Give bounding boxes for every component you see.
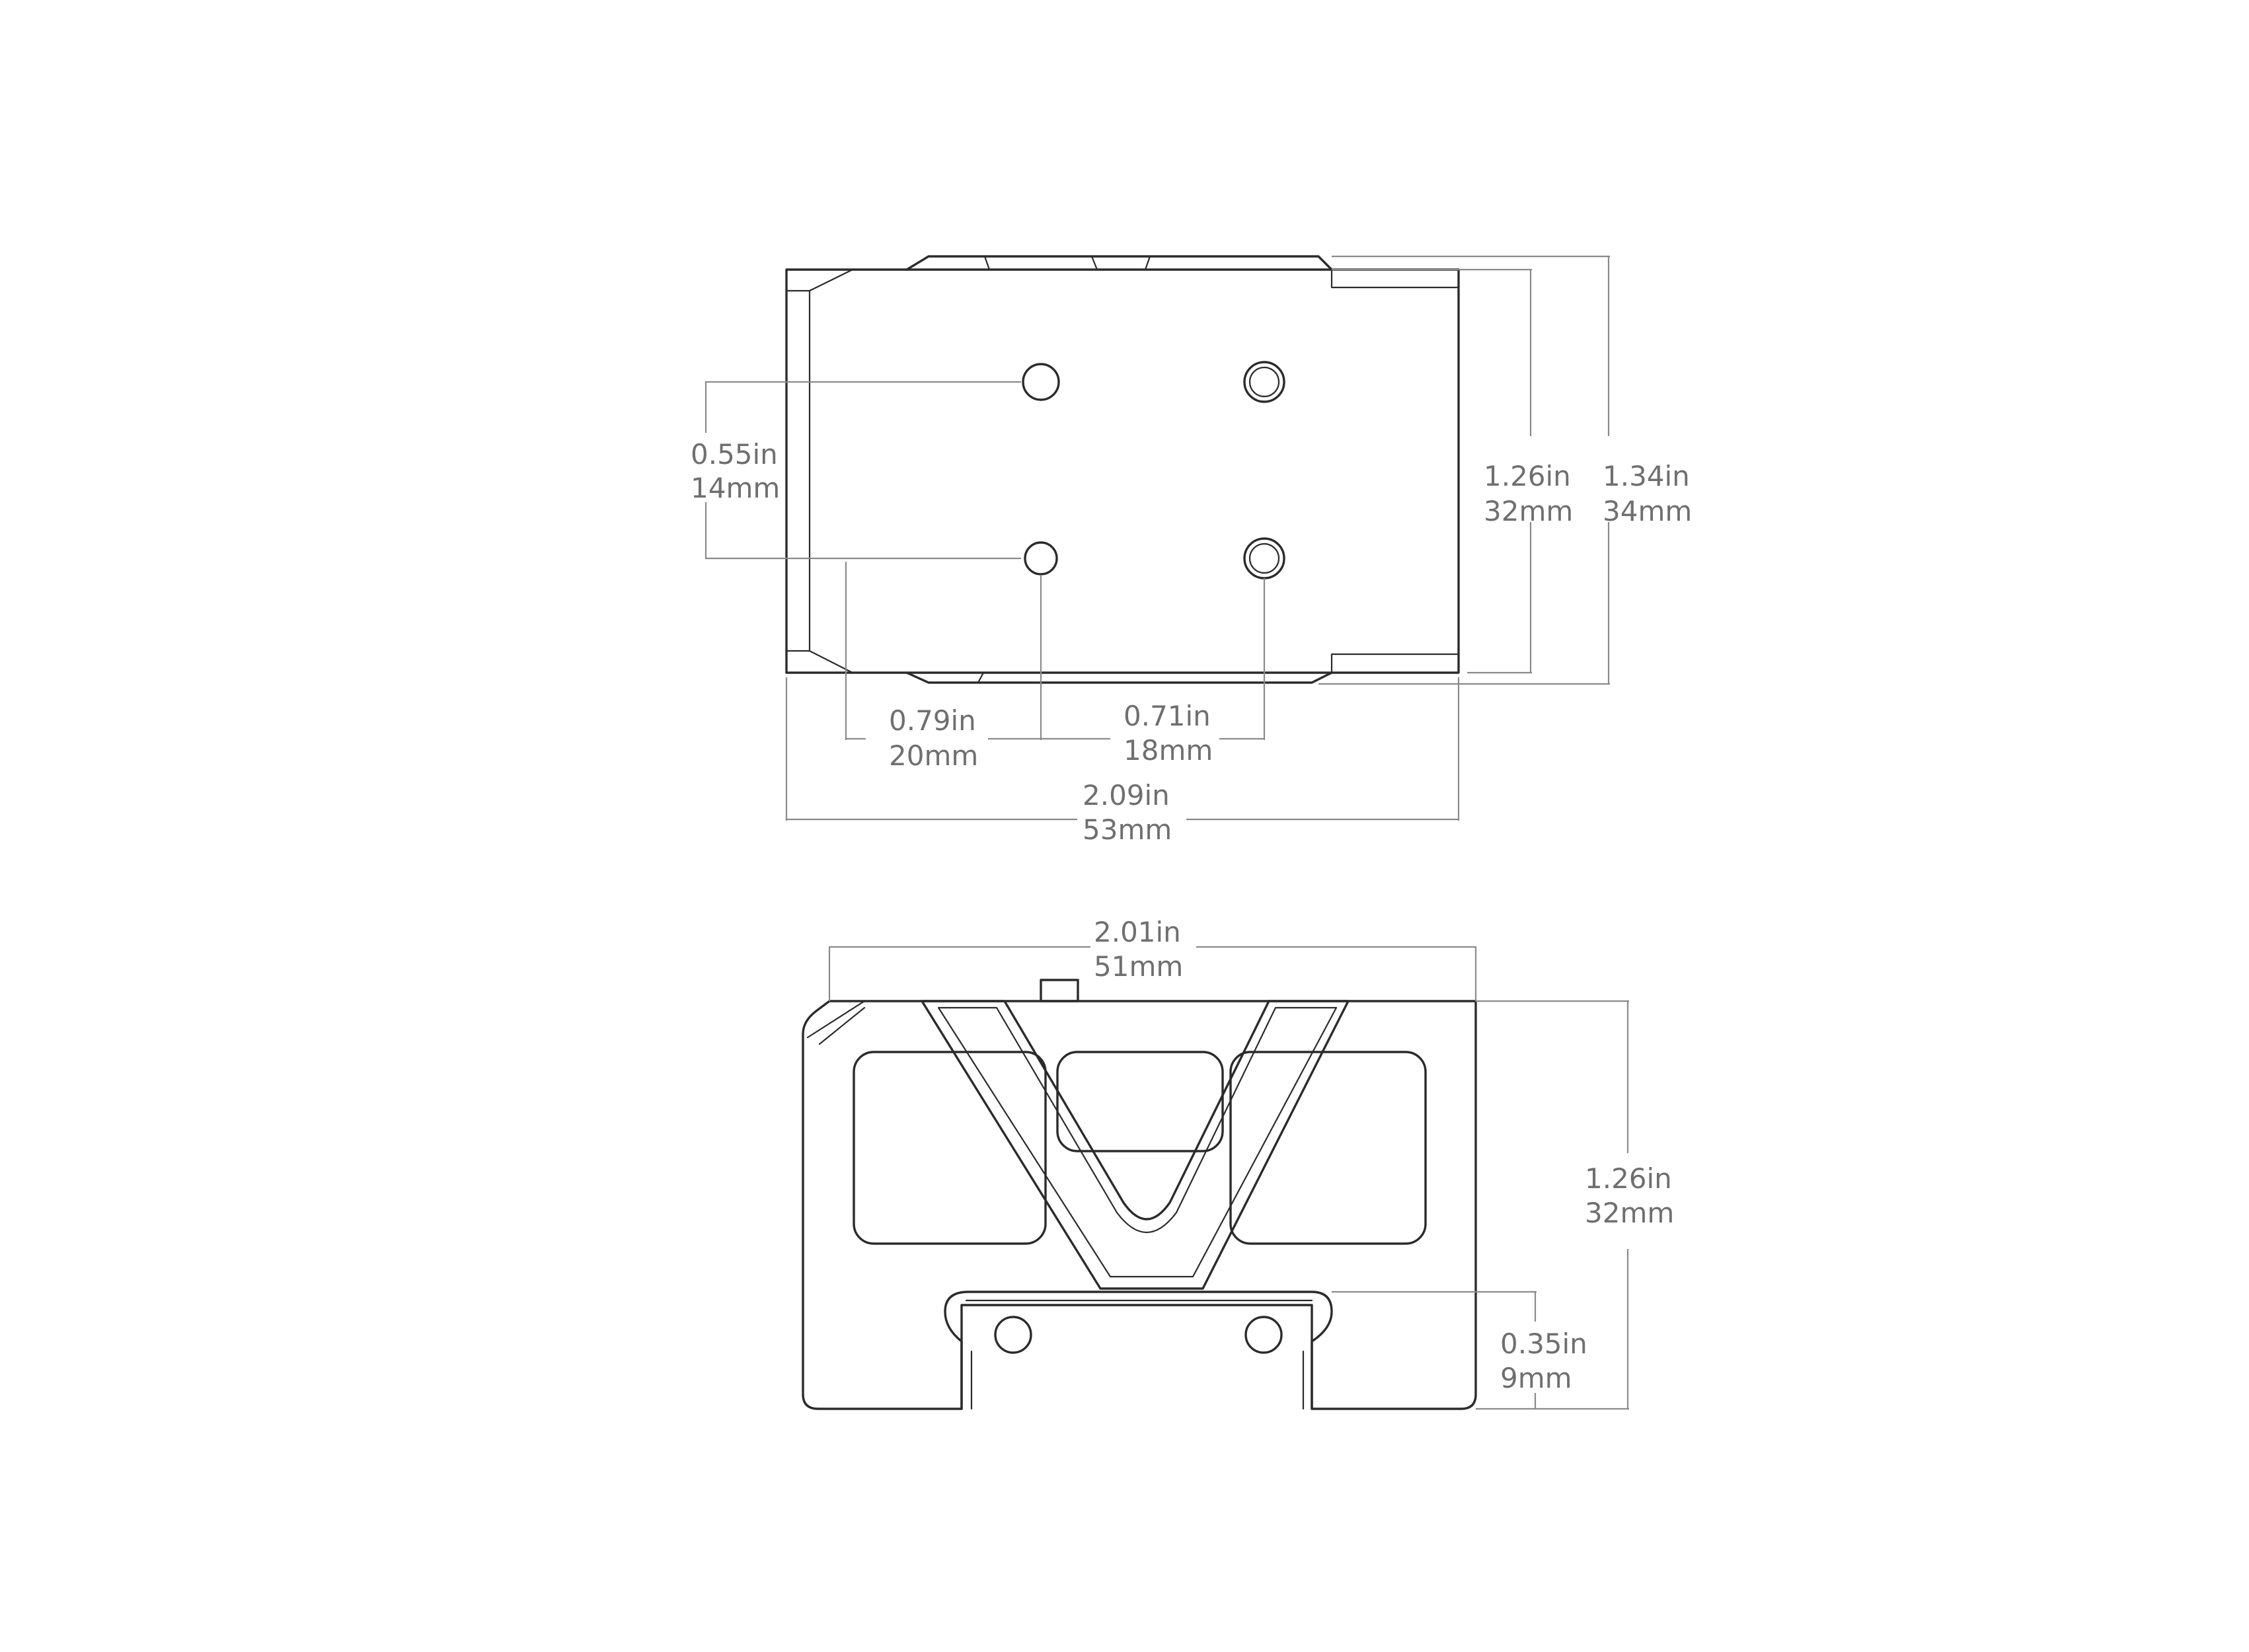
dim-hole-spacing-vertical-mm: 14mm	[691, 472, 780, 504]
dim-front-overall-height-mm: 32mm	[1585, 1197, 1674, 1229]
top-view-dimension-lines	[705, 255, 1610, 821]
dim-hole-spacing-horizontal-inch: 0.71in	[1124, 700, 1211, 732]
dim-base-height-inch: 0.35in	[1500, 1328, 1587, 1360]
dim-overall-length-inch: 2.09in	[1083, 779, 1170, 811]
dim-overall-length-mm: 53mm	[1083, 813, 1172, 846]
dim-front-overall-height-inch: 1.26in	[1585, 1162, 1672, 1195]
mounting-hole-top-left	[1022, 363, 1060, 401]
dim-hole-offset-mm: 20mm	[889, 739, 978, 772]
dim-hole-offset-inch: 0.79in	[889, 704, 976, 737]
dim-hole-spacing-vertical-inch: 0.55in	[691, 438, 778, 470]
dim-outer-width-mm: 34mm	[1603, 495, 1692, 527]
mounting-hole-top-right	[1243, 361, 1285, 403]
dim-base-height-mm: 9mm	[1500, 1362, 1572, 1394]
front-view-outline	[802, 979, 1477, 1410]
dim-hole-spacing-horizontal-mm: 18mm	[1124, 734, 1213, 767]
top-view-outline	[785, 255, 1460, 684]
mounting-hole-bottom-left	[1024, 541, 1058, 576]
dim-inner-width-mm: 32mm	[1484, 495, 1573, 527]
base-hole-left	[994, 1316, 1032, 1354]
top-view: 0.55in 14mm 0.79in 20mm 0.71in 18mm 2.09…	[691, 255, 1692, 846]
base-hole-right	[1244, 1316, 1283, 1354]
dim-front-overall-width-mm: 51mm	[1094, 950, 1183, 983]
dim-inner-width-inch: 1.26in	[1484, 460, 1571, 492]
front-view: 2.01in 51mm 1.26in 32mm 0.35in 9mm	[802, 916, 1674, 1410]
mounting-holes	[1022, 361, 1285, 580]
dim-front-overall-width-inch: 2.01in	[1094, 916, 1181, 948]
dim-outer-width-inch: 1.34in	[1603, 460, 1690, 492]
front-view-dimension-lines	[828, 946, 1629, 1410]
